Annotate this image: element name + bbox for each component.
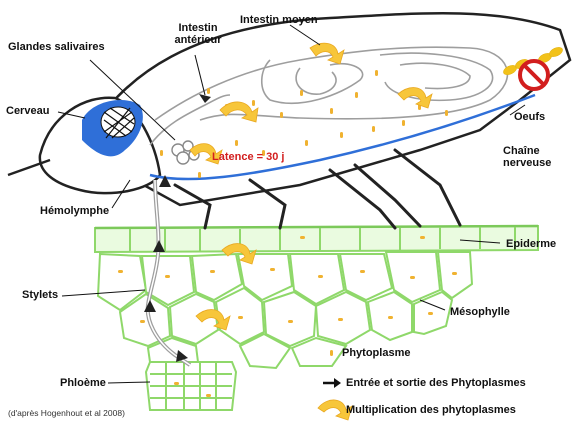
label-epiderme: Epiderme — [506, 238, 556, 250]
no-transmission-icon — [520, 61, 548, 89]
label-phloeme: Phloème — [60, 377, 106, 389]
label-mesophylle: Mésophylle — [450, 306, 510, 318]
phloem-bundle — [146, 362, 236, 410]
legend-phytoplasme: Phytoplasme — [342, 347, 410, 359]
label-glandes-salivaires: Glandes salivaires — [8, 41, 105, 53]
legend-arrow-icon — [323, 378, 341, 388]
label-latence: Latence = 30 j — [212, 151, 284, 163]
label-stylets: Stylets — [22, 289, 58, 301]
source-credit: (d'après Hogenhout et al 2008) — [8, 408, 125, 418]
legend-multiplication: Multiplication des phytoplasmes — [346, 404, 516, 416]
legend-entree-sortie: Entrée et sortie des Phytoplasmes — [346, 377, 526, 389]
label-intestin-anterieur-line1: Intestin — [165, 22, 231, 34]
label-chaine-line1: Chaîne — [503, 145, 551, 157]
label-intestin-anterieur: Intestin antérieur — [165, 22, 231, 46]
label-oeufs: Oeufs — [514, 111, 545, 123]
label-chaine-nerveuse: Chaîne nerveuse — [503, 145, 551, 169]
label-intestin-anterieur-line2: antérieur — [165, 34, 231, 46]
label-intestin-moyen: Intestin moyen — [240, 14, 318, 26]
label-chaine-line2: nerveuse — [503, 157, 551, 169]
legend-phytoplasma-icon — [330, 350, 333, 356]
label-hemolymphe: Hémolymphe — [40, 205, 109, 217]
label-cerveau: Cerveau — [6, 105, 49, 117]
